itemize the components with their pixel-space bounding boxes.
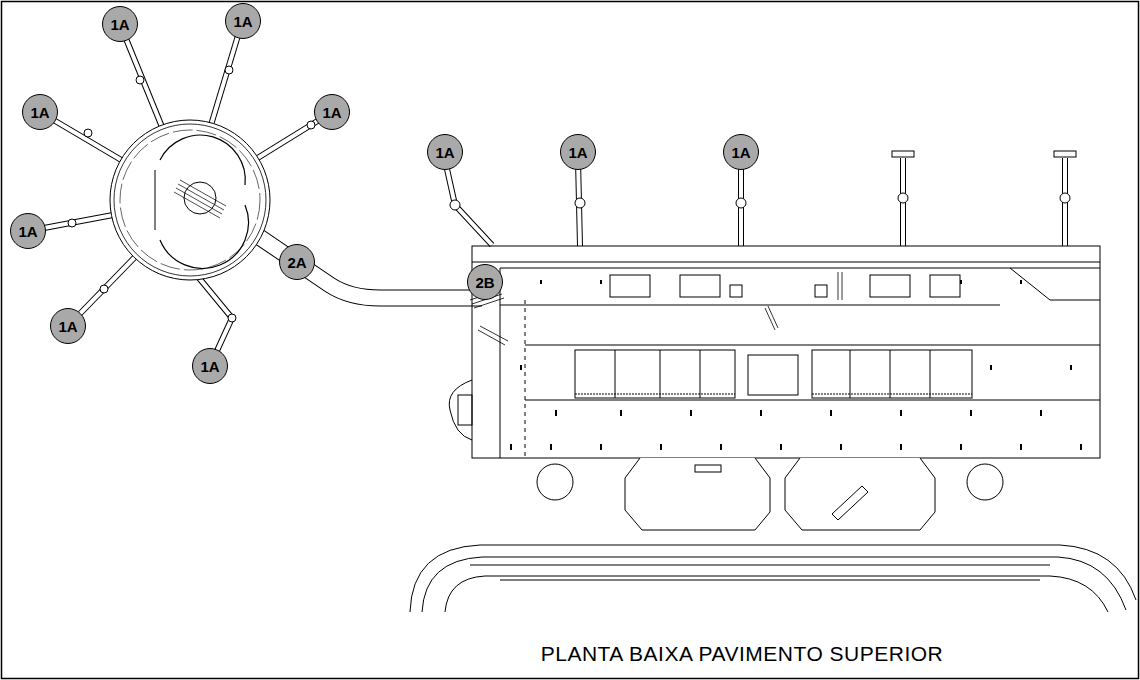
callout-number: 1A: [233, 13, 252, 30]
callout-number: 1A: [731, 144, 750, 161]
callout-circle: 1A: [427, 134, 463, 170]
callout-circle: 1A: [314, 94, 350, 130]
callout-number: 1A: [18, 223, 37, 240]
callout-circle: 2A: [279, 244, 315, 280]
callout-circle: 2B: [467, 264, 503, 300]
callout-circle: 1A: [723, 134, 759, 170]
callout-circle: 1A: [22, 94, 58, 130]
callout-number: 2A: [287, 254, 306, 271]
callout-number: 1A: [30, 104, 49, 121]
callout-number: 1A: [568, 144, 587, 161]
callout-circle: 1A: [560, 134, 596, 170]
callout-circle: 1A: [225, 3, 261, 39]
callout-number: 1A: [200, 358, 219, 375]
callout-circle: 1A: [102, 6, 138, 42]
callout-circle: 1A: [192, 348, 228, 384]
callout-circle: 1A: [10, 213, 46, 249]
callout-number: 1A: [110, 16, 129, 33]
callout-number: 2B: [475, 274, 494, 291]
callout-number: 1A: [435, 144, 454, 161]
callout-circle: 1A: [50, 308, 86, 344]
callout-number: 1A: [322, 104, 341, 121]
drawing-title: PLANTA BAIXA PAVIMENTO SUPERIOR: [541, 642, 944, 666]
callout-number: 1A: [58, 318, 77, 335]
